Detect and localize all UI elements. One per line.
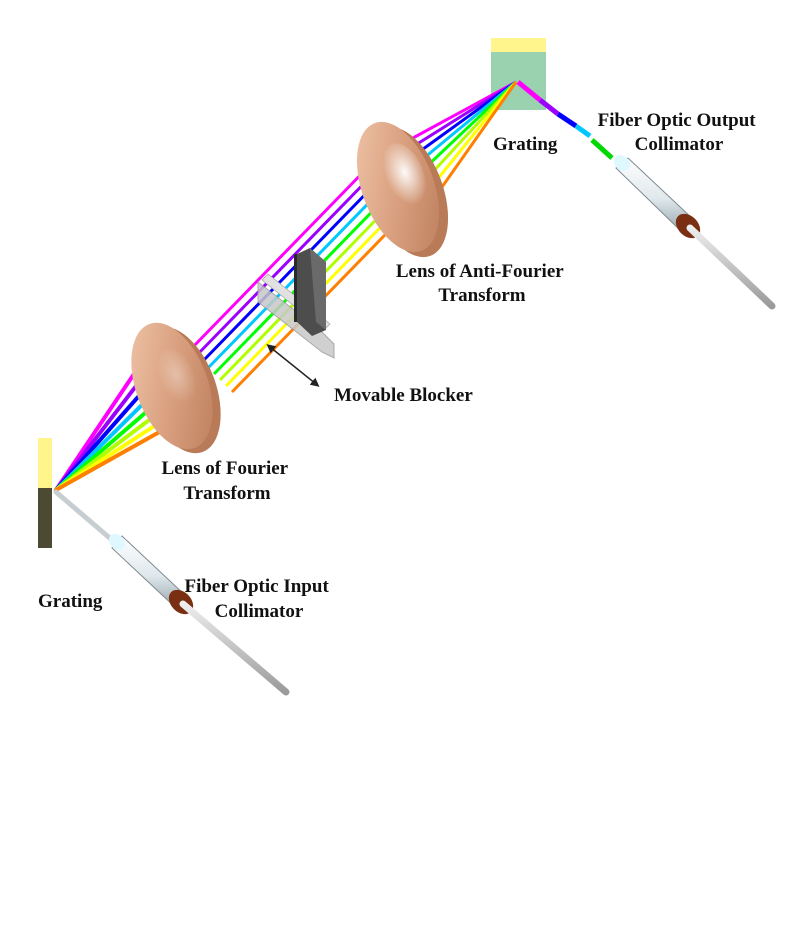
label-fourier-lens: Lens of Fourier Transform: [161, 458, 292, 504]
grating-left: [38, 438, 52, 548]
fourier-lens: [131, 322, 221, 454]
label-movable-blocker: Movable Blocker: [334, 385, 473, 406]
anti-fourier-lens: [356, 121, 449, 258]
label-input-collimator: Fiber Optic Input Collimator: [184, 576, 333, 622]
label-output-collimator: Fiber Optic Output Collimator: [598, 110, 761, 155]
label-grating-left: Grating: [38, 591, 103, 612]
movable-blocker: [294, 248, 326, 336]
output-segments: [516, 80, 614, 160]
input-collimator: [108, 533, 290, 696]
spectrum-parallel-beams: [188, 80, 518, 394]
parallel-beam: [188, 158, 377, 352]
label-anti-fourier-lens: Lens of Anti-Fourier Transform: [396, 261, 568, 306]
converging-beam: [440, 81, 518, 188]
blocker-movement-arrow: [266, 344, 320, 387]
label-grating-top: Grating: [493, 134, 558, 155]
output-collimator: [613, 154, 776, 310]
parallel-beam: [194, 164, 383, 358]
input-fiber-stub: [53, 489, 115, 543]
